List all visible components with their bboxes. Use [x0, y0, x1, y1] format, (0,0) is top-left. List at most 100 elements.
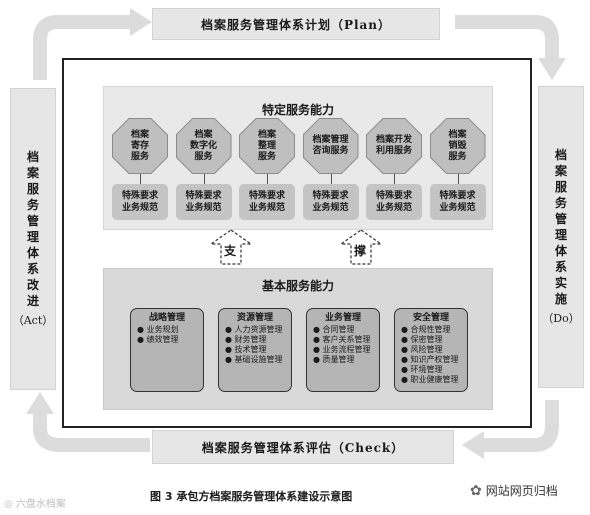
basic-group-item: ● 职业健康管理 — [401, 375, 459, 384]
requirement-line-1: 特殊要求 — [185, 191, 222, 201]
do-char: 案 — [554, 164, 567, 178]
requirement-line-1: 特殊要求 — [375, 191, 412, 201]
service-label-line: 服务 — [448, 151, 467, 162]
check-label: 档案服务管理体系评估（Check） — [201, 440, 405, 455]
service-connector — [203, 174, 205, 184]
basic-group-item: ● 保密管理 — [401, 335, 443, 344]
basic-group-item: ● 客户关系管理 — [313, 335, 371, 344]
service-requirement-box: 特殊要求业务规范 — [112, 184, 168, 220]
requirement-line-2: 业务规范 — [312, 203, 349, 213]
service-octagon: 档案管理咨询服务 — [303, 119, 358, 173]
watermark-left: ◎ 六盘水档案 — [4, 495, 66, 510]
do-char: 体 — [554, 244, 567, 258]
do-sub: （Do） — [542, 312, 580, 325]
service-label-line: 档案 — [257, 129, 276, 140]
service-label-line: 整理 — [257, 140, 276, 151]
requirement-line-2: 业务规范 — [375, 203, 412, 213]
basic-capability-title: 基本服务能力 — [261, 279, 334, 293]
service-octagon: 档案销毁服务 — [430, 119, 485, 173]
figure-caption: 图 3 承包方档案服务管理体系建设示意图 — [150, 490, 353, 503]
do-char: 实 — [554, 276, 567, 290]
basic-group-item: ● 财务管理 — [225, 335, 267, 344]
requirement-line-1: 特殊要求 — [248, 191, 285, 201]
plan-label: 档案服务管理体系计划（Plan） — [200, 17, 392, 32]
cycle-arrow-bottom-left-head — [26, 392, 54, 414]
service-requirement-box: 特殊要求业务规范 — [175, 184, 232, 220]
service-label-line: 利用服务 — [375, 146, 412, 156]
special-capability-title: 特定服务能力 — [261, 103, 334, 117]
basic-group-item: ● 合规性管理 — [401, 325, 451, 334]
do-char: 施 — [554, 292, 567, 306]
service-connector — [394, 174, 395, 184]
support-label-left: 支 — [224, 244, 237, 258]
basic-group-box: 安全管理 ● 合规性管理● 保密管理● 风险管理● 知识产权管理● 环境管理● 职… — [394, 308, 468, 392]
requirement-line-2: 业务规范 — [185, 203, 222, 213]
act-char: 服 — [26, 182, 39, 196]
cycle-arrow-top-right-head — [538, 58, 566, 80]
do-char: 管 — [554, 212, 567, 226]
service-requirement-box: 特殊要求业务规范 — [366, 184, 422, 220]
basic-group-box: 资源管理 ● 人力资源管理● 财务管理● 技术管理● 基础设施管理 — [218, 308, 292, 392]
basic-group-title: 资源管理 — [236, 313, 273, 323]
act-char: 改 — [26, 278, 39, 292]
service-requirement-box: 特殊要求业务规范 — [302, 184, 359, 220]
basic-group-item: ● 风险管理 — [401, 345, 443, 354]
service-label-line: 档案管理 — [312, 135, 349, 145]
requirement-line-1: 特殊要求 — [439, 191, 476, 201]
requirement-line-2: 业务规范 — [248, 203, 285, 213]
act-char: 管 — [26, 214, 39, 228]
basic-group-item: ● 基础设施管理 — [225, 355, 283, 364]
special-capability-panel: 特定服务能力 — [103, 86, 493, 230]
basic-group-item: ● 人力资源管理 — [225, 325, 283, 334]
basic-group-item: ● 环境管理 — [401, 365, 443, 374]
service-label-line: 销毁 — [448, 140, 467, 151]
service-octagon: 档案寄存服务 — [113, 119, 167, 173]
service-requirement-box: 特殊要求业务规范 — [239, 184, 295, 220]
act-char: 务 — [26, 198, 39, 212]
do-char: 服 — [554, 180, 567, 194]
check-band: 档案服务管理体系评估（Check） — [152, 430, 454, 464]
service-label-line: 档案开发 — [375, 135, 412, 145]
do-char: 务 — [554, 196, 567, 210]
service-label-line: 数字化 — [189, 140, 217, 151]
act-sub: （Act） — [12, 314, 54, 327]
act-char: 进 — [26, 294, 39, 308]
basic-group-title: 业务管理 — [324, 313, 361, 323]
basic-group-item: ● 业务规划 — [137, 325, 179, 334]
basic-group-item: ● 业务流程管理 — [313, 345, 371, 354]
support-arrow-left — [209, 229, 253, 265]
cycle-arrow-bottom-left — [33, 410, 150, 452]
support-label-right: 撑 — [354, 244, 367, 258]
service-connector — [457, 174, 459, 184]
do-char: 档 — [554, 148, 567, 162]
requirement-line-1: 特殊要求 — [121, 191, 158, 201]
cycle-arrow-top-left-head — [130, 8, 152, 36]
act-char: 体 — [26, 246, 39, 260]
basic-group-item: ● 技术管理 — [225, 345, 267, 354]
service-connector — [140, 174, 141, 184]
requirement-line-2: 业务规范 — [439, 203, 476, 213]
watermark-right-text: 网站网页归档 — [485, 484, 558, 498]
watermark-right: ✿ 网站网页归档 — [470, 482, 558, 499]
service-connector — [267, 174, 268, 184]
service-label-line: 服务 — [257, 151, 276, 162]
basic-group-box: 业务管理● 合同管理● 客户关系管理● 业务流程管理● 质量管理 — [306, 308, 380, 392]
cycle-arrow-top-right — [455, 15, 559, 62]
service-octagon: 档案开发利用服务 — [367, 119, 421, 173]
requirement-line-2: 业务规范 — [121, 203, 158, 213]
wechat-icon: ✿ — [470, 482, 482, 499]
basic-group-item: ● 质量管理 — [313, 355, 355, 364]
cycle-arrow-bottom-right-head — [462, 431, 484, 459]
basic-group-title: 安全管理 — [412, 313, 449, 323]
plan-band: 档案服务管理体系计划（Plan） — [152, 8, 440, 40]
cycle-arrows — [26, 8, 566, 459]
act-char: 档 — [26, 150, 39, 164]
service-label-line: 寄存 — [130, 140, 149, 151]
watermark-left-text: 六盘水档案 — [15, 499, 66, 510]
service-requirement-box: 特殊要求业务规范 — [429, 184, 486, 220]
basic-group-item: ● 知识产权管理 — [401, 355, 459, 364]
support-arrow-right — [339, 229, 383, 265]
service-label-line: 档案 — [130, 129, 149, 140]
do-band: 档 案 服 务 管 理 体 系 实 施 （Do） — [538, 86, 584, 388]
basic-group-item: ● 绩效管理 — [137, 335, 179, 344]
